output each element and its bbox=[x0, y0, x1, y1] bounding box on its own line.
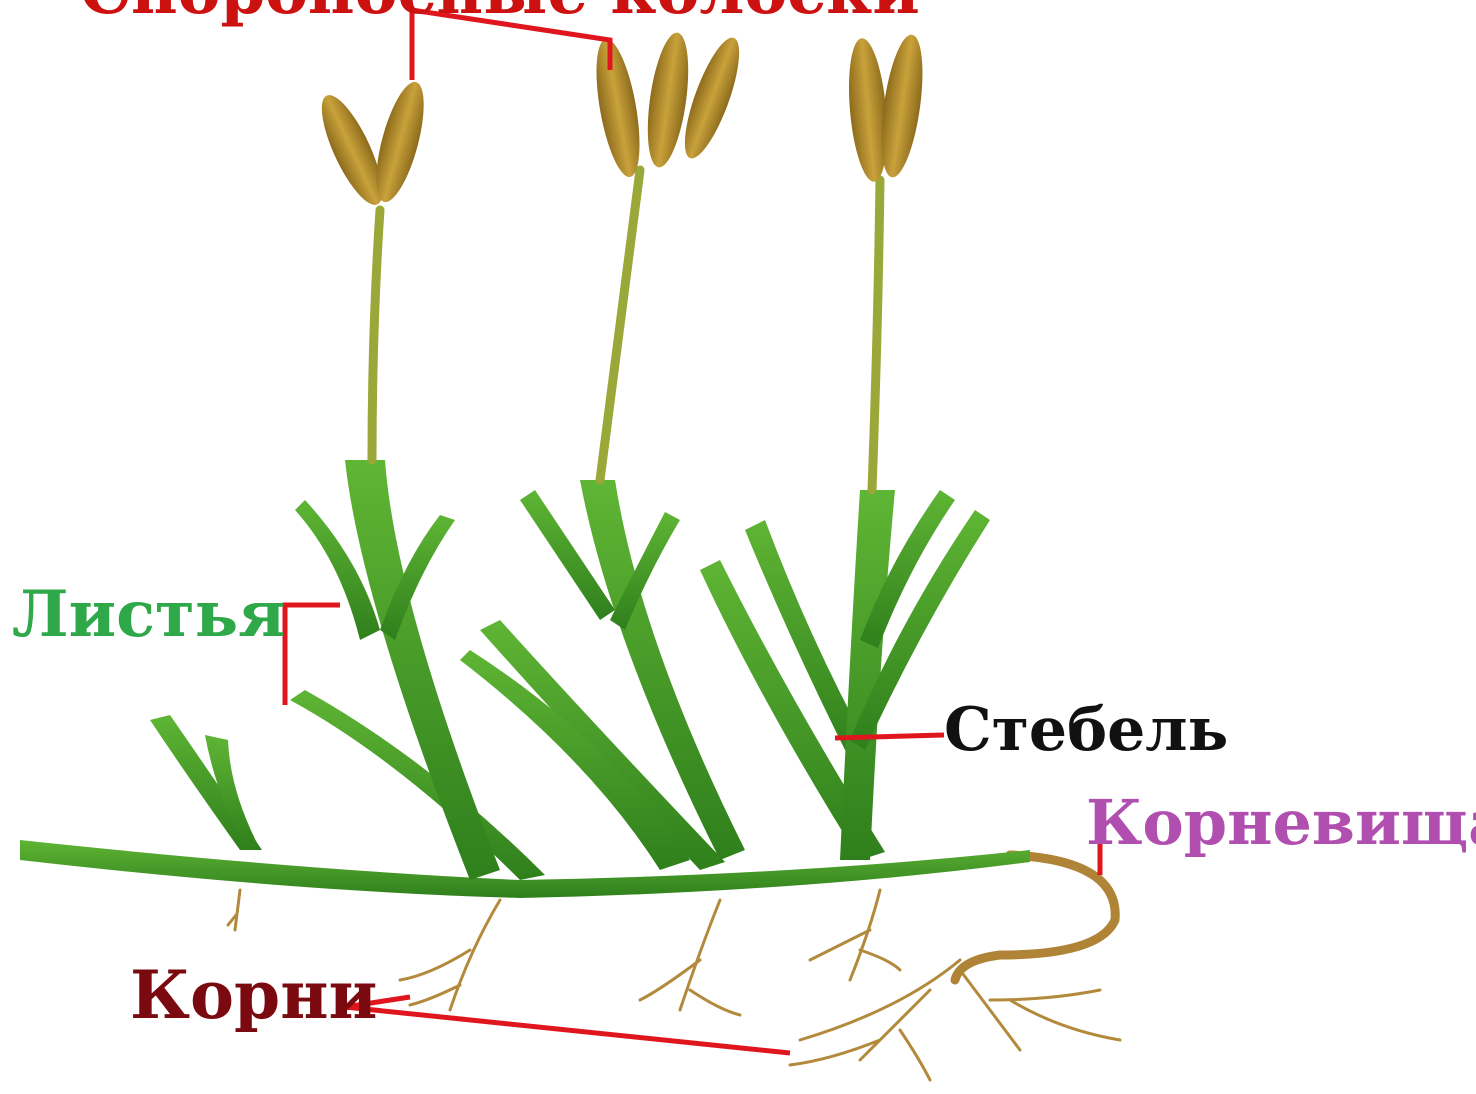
label-spore-cones: Спороносные колоски bbox=[80, 0, 920, 24]
strobili bbox=[310, 30, 930, 212]
leader-stem bbox=[835, 735, 944, 738]
fertile-stalks bbox=[372, 170, 880, 490]
rhizome-curl bbox=[955, 855, 1115, 980]
leafy-branches bbox=[150, 460, 990, 880]
label-leaves: Листья bbox=[12, 583, 285, 647]
label-stem: Стебель bbox=[944, 700, 1228, 760]
label-roots: Корни bbox=[130, 962, 377, 1028]
label-rhizome: Корневища bbox=[1086, 792, 1476, 854]
leader-leaves bbox=[285, 605, 340, 705]
